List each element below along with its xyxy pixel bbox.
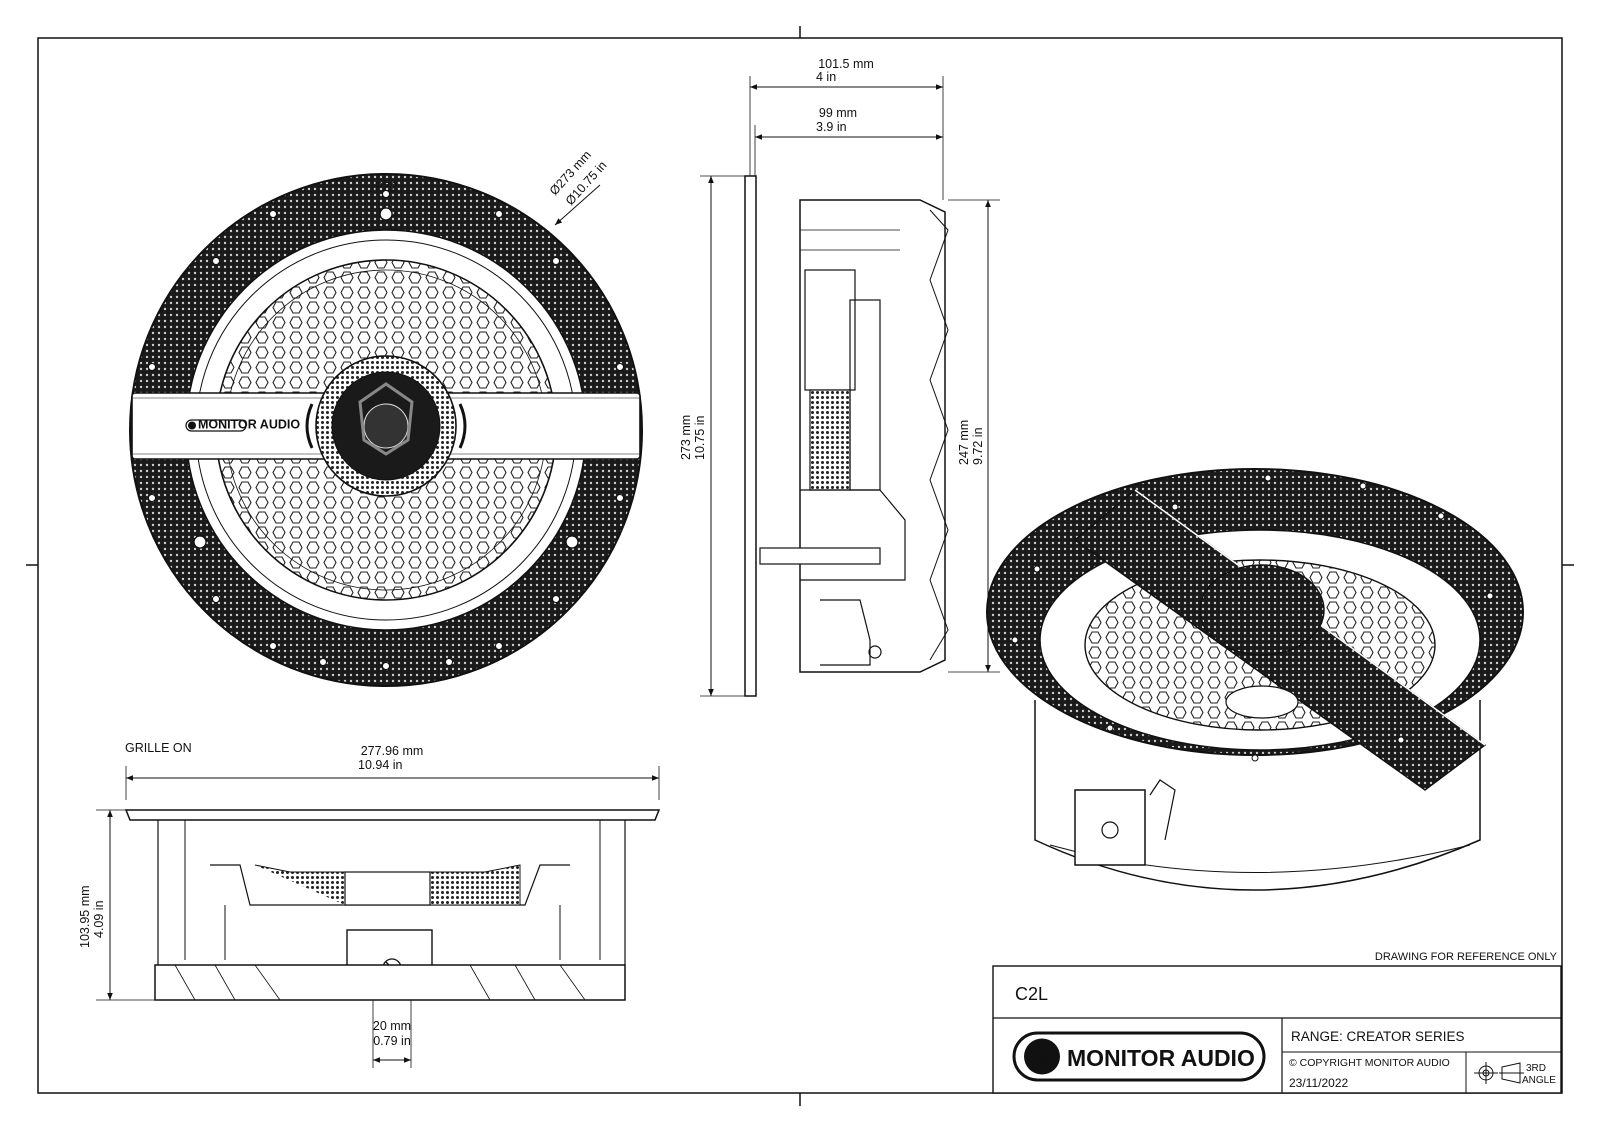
dim-depth-total-mm: 101.5 mm — [818, 57, 874, 71]
dim-flange-height-mm: 273 mm — [679, 415, 693, 460]
part-marking: PZ2 — [375, 180, 398, 194]
dim-width-in: 10.94 in — [358, 758, 403, 772]
dim-terminal-mm: 20 mm — [373, 1019, 411, 1033]
title-block: DRAWING FOR REFERENCE ONLY C2L ɱ MONITOR… — [992, 951, 1562, 1094]
isometric-view — [986, 468, 1524, 891]
dim-cutout-height-in: 9.72 in — [971, 427, 985, 465]
projection-line2: ANGLE — [1522, 1075, 1556, 1086]
bar-logo: MONITOR AUDIO — [185, 418, 300, 432]
brand-logo-text: MONITOR AUDIO — [1067, 1045, 1255, 1071]
bottom-view: GRILLE ON 277.96 mm 10.94 in 103.95 mm 4… — [78, 741, 661, 1068]
brand-logo: ɱ MONITOR AUDIO — [1012, 1031, 1266, 1082]
date-label: 23/11/2022 — [1289, 1076, 1348, 1090]
grille-mount-holes — [148, 190, 624, 670]
dim-height-in: 4.09 in — [92, 900, 106, 938]
side-view: 101.5 mm 4 in 99 mm 3.9 in 273 mm 10.75 … — [679, 57, 1000, 697]
dim-depth-total-in: 4 in — [816, 70, 836, 84]
model-name: C2L — [1015, 984, 1048, 1004]
dim-height-mm: 103.95 mm — [78, 885, 92, 948]
projection-line1: 3RD — [1526, 1063, 1546, 1074]
brand-logo-mark: ɱ — [1034, 1047, 1051, 1068]
projection-symbol-icon — [1474, 1062, 1524, 1084]
reference-note: DRAWING FOR REFERENCE ONLY — [1375, 951, 1558, 963]
copyright-label: © COPYRIGHT MONITOR AUDIO — [1289, 1057, 1450, 1069]
dim-cutout-height-mm: 247 mm — [957, 420, 971, 465]
bar-logo-text: MONITOR AUDIO — [198, 418, 300, 432]
dim-flange-height-in: 10.75 in — [693, 415, 707, 460]
grille-on-label: GRILLE ON — [125, 741, 192, 755]
dim-terminal-in: 0.79 in — [373, 1034, 411, 1048]
fixing-screws — [193, 207, 579, 549]
sheet-frame — [26, 26, 1574, 1106]
dim-depth-behind-mm: 99 mm — [819, 106, 857, 120]
range-label: RANGE: CREATOR SERIES — [1291, 1029, 1465, 1044]
dim-width-mm: 277.96 mm — [361, 744, 424, 758]
dim-depth-behind-in: 3.9 in — [816, 120, 847, 134]
front-view: PZ2 MONITOR AUDIO Ø273 mm Ø10.75 in — [129, 148, 643, 687]
